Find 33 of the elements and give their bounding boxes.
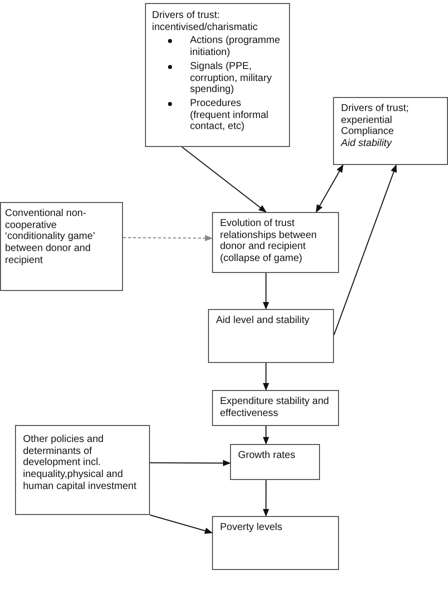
- process-box: [212, 390, 339, 426]
- arrow: [316, 164, 344, 213]
- arrow: [262, 480, 270, 517]
- process-box: [212, 212, 339, 273]
- arrow: [122, 234, 213, 242]
- arrow: [181, 146, 267, 212]
- box-heading: Drivers of trust: incentivised/charismatic: [152, 10, 259, 34]
- process-box: [230, 444, 320, 480]
- box-text: Poverty levels: [220, 522, 284, 534]
- box-text: Compliance: [341, 126, 395, 138]
- box-text: Conventional non-cooperative ‘conditionality game’ between donor and recipient: [5, 208, 96, 267]
- box-text: Evolution of trust relationships between donor and recipient (collapse of game): [220, 218, 318, 265]
- bullet-text: Procedures (frequent informal contact, etc): [190, 98, 268, 132]
- arrow: [150, 460, 231, 466]
- process-box: [15, 425, 150, 515]
- process-box: [333, 97, 448, 165]
- box-text: Aid level and stability: [216, 315, 310, 327]
- box-text: Other policies and determinants of development incl. inequality,physical and human capital investment: [23, 434, 138, 493]
- arrow: [334, 164, 397, 336]
- arrow: [262, 362, 270, 391]
- process-box: [0, 202, 123, 291]
- process-box: [212, 516, 339, 570]
- arrow: [262, 426, 270, 445]
- bullet-text: Signals (PPE, corruption, military spending): [190, 60, 272, 96]
- process-box: [208, 309, 334, 363]
- bullet-text: Actions (programme initiation): [190, 35, 280, 58]
- box-text: Aid stability: [341, 138, 393, 150]
- box-text: Drivers of trust; experiential: [341, 103, 410, 126]
- arrow: [150, 514, 213, 534]
- process-box: [145, 3, 290, 147]
- arrow: [262, 272, 270, 310]
- box-text: Growth rates: [238, 450, 296, 462]
- box-text: Expenditure stability and effectiveness: [220, 396, 330, 420]
